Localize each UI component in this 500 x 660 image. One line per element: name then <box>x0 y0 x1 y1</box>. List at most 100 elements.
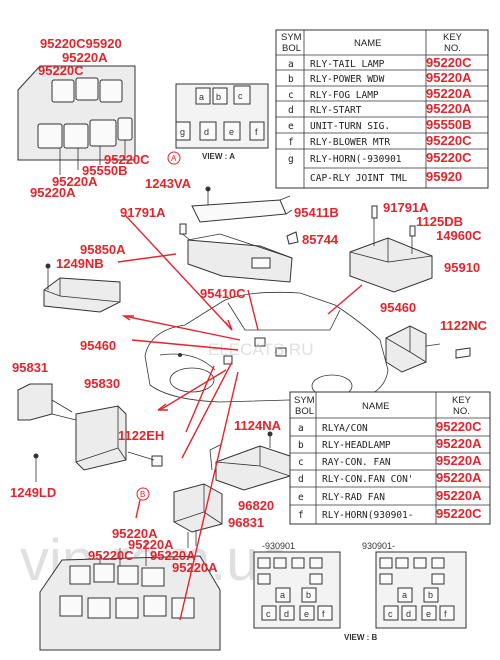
table2-name-5: RLY-HORN(930901- <box>322 510 414 521</box>
view-a-marker <box>167 151 181 165</box>
table1-name-4: UNIT-TURN SIG. <box>310 121 390 132</box>
table2-name-0: RLYA/CON <box>322 423 368 434</box>
table1-sym-3: d <box>288 105 294 116</box>
svg-text:g: g <box>180 127 185 137</box>
table2-name-2: RAY-CON. FAN <box>322 457 391 468</box>
table2-key-2: 95220A <box>436 453 482 468</box>
table1-key-0: 95220C <box>426 55 472 70</box>
clip-85744 <box>286 231 299 245</box>
view-a-layout: a b c g d e f <box>175 83 269 149</box>
callout-1124na: 1124NA <box>234 418 282 433</box>
table1-key-6: 95220C <box>426 150 472 165</box>
part-95830 <box>17 383 163 482</box>
svg-text:NO.: NO. <box>444 43 461 54</box>
svg-text:b: b <box>216 92 221 102</box>
svg-text:f: f <box>255 127 258 137</box>
callout-95220a-b3: 95220A <box>150 548 196 563</box>
table1-name-0: RLY-TAIL LAMP <box>310 59 385 70</box>
callout-91791a-left: 91791A <box>120 205 166 220</box>
table1-name-2: RLY-FOG LAMP <box>310 90 379 101</box>
callout-95220a-l1: 95220A <box>52 174 98 189</box>
svg-text:c: c <box>266 609 271 619</box>
callout-95220a-b4: 95220A <box>172 560 218 575</box>
callout-95220a-top: 95220A <box>62 50 108 65</box>
svg-text:NAME: NAME <box>354 38 381 49</box>
callout-1243va: 1243VA <box>145 176 192 191</box>
table1-name-6: RLY-HORN(-930901 <box>310 154 402 165</box>
table1-sym-5: f <box>288 137 294 148</box>
part-95910 <box>349 205 433 293</box>
svg-text:KEY: KEY <box>452 395 472 406</box>
view-b-layout-before: -930901 a b c d e f <box>253 541 341 629</box>
callout-85744: 85744 <box>302 232 339 247</box>
callout-1122nc: 1122NC <box>440 318 488 333</box>
svg-text:NAME: NAME <box>362 401 389 412</box>
table1-name-7: CAP-RLY JOINT TML <box>310 173 408 184</box>
part-96831 <box>173 483 223 548</box>
callout-96820: 96820 <box>238 498 274 513</box>
view-b-label: VIEW : B <box>344 633 378 642</box>
view-a-slot-c <box>233 85 251 105</box>
callout-95220a-l2: 95220A <box>30 185 76 200</box>
view-b-marker-label: B <box>140 490 145 499</box>
callout-95830: 95830 <box>84 376 120 391</box>
table1-key-2: 95220A <box>426 86 472 101</box>
table2-key-5: 95220C <box>436 506 482 521</box>
svg-text:b: b <box>306 590 311 600</box>
table1-name-1: RLY-POWER WDW <box>310 74 385 85</box>
svg-text:d: d <box>204 127 209 137</box>
svg-text:SYM: SYM <box>281 32 302 43</box>
table2-key-4: 95220A <box>436 488 482 503</box>
svg-text:d: d <box>406 609 411 619</box>
table1-name-5: RLY-BLOWER MTR <box>310 137 390 148</box>
table1-sym-4: e <box>288 121 294 132</box>
callout-95831: 95831 <box>12 360 48 375</box>
svg-text:KEY: KEY <box>443 32 463 43</box>
svg-text:e: e <box>229 127 234 137</box>
relay-box-top-left <box>17 65 136 175</box>
callout-95850a: 95850A <box>80 242 126 257</box>
svg-text:c: c <box>388 609 393 619</box>
callout-95220c-left: 95220C <box>38 63 84 78</box>
callout-96831: 96831 <box>228 515 264 530</box>
callout-14960c: 14960C <box>436 228 482 243</box>
screw-91791a-left <box>179 223 187 235</box>
callout-95220a-b1: 95220A <box>112 526 158 541</box>
callout-95220c-mid: 95220C <box>104 152 150 167</box>
svg-text:a: a <box>199 92 204 102</box>
svg-text:BOL: BOL <box>295 406 314 417</box>
callout-95910: 95910 <box>444 260 480 275</box>
table1-key-7: 95920 <box>426 169 462 184</box>
svg-text:f: f <box>322 609 325 619</box>
svg-text:SYM: SYM <box>294 395 315 406</box>
table1-sym-2: c <box>288 90 294 101</box>
callout-95460-left: 95460 <box>80 338 116 353</box>
svg-text:e: e <box>426 609 431 619</box>
view-b-marker <box>136 487 150 501</box>
callout-1125db: 1125DB <box>416 214 463 229</box>
callout-95460-right: 95460 <box>380 300 416 315</box>
svg-text:NO.: NO. <box>453 406 470 417</box>
table2-sym-5: f <box>298 510 304 521</box>
table1-key-3: 95220A <box>426 101 472 116</box>
pointer-arrows <box>117 214 363 621</box>
part-95850a <box>43 263 121 313</box>
view-a-slot-a <box>195 87 211 105</box>
relay-box-bottom-left <box>39 540 221 651</box>
svg-text:BOL: BOL <box>282 43 301 54</box>
svg-text:930901-: 930901- <box>362 541 395 551</box>
table2-sym-0: a <box>298 423 304 434</box>
table1-sym-1: b <box>288 74 294 85</box>
view-a-slot-b <box>212 87 228 105</box>
svg-text:a: a <box>280 590 285 600</box>
view-b-layout-after: 930901- a b c d e f <box>362 541 467 629</box>
svg-text:f: f <box>444 609 447 619</box>
callout-95220c-95920: 95220C95920 <box>40 36 122 51</box>
callout-91791a-right: 91791A <box>383 200 429 215</box>
table1-name-3: RLY-START <box>310 105 362 116</box>
table1-key-5: 95220C <box>426 133 472 148</box>
watermark-overlay: ELECATS.RU <box>208 340 314 359</box>
table2-key-0: 95220C <box>436 419 482 434</box>
